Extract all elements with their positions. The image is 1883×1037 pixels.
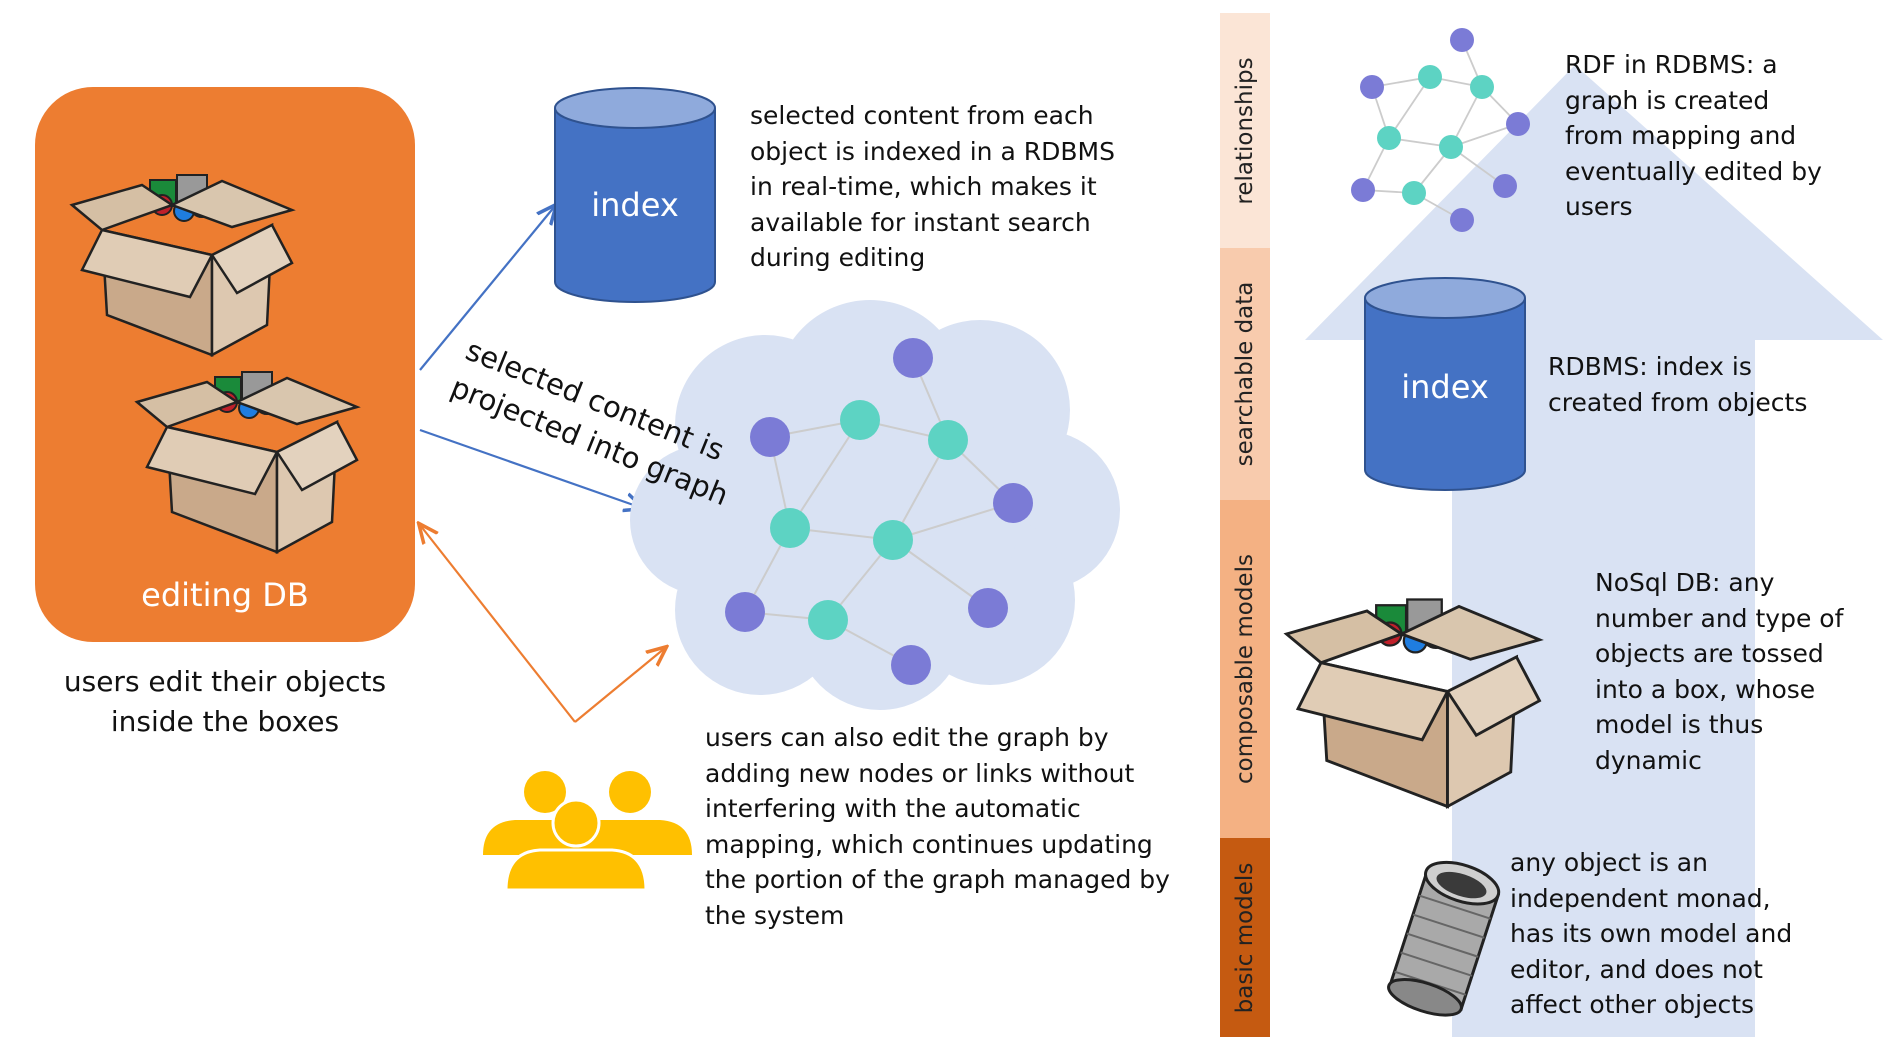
layer-label: relationships — [1232, 56, 1258, 205]
graph-cloud-icon — [630, 300, 1120, 710]
can-icon — [1387, 860, 1501, 1017]
users-note: users can also edit the graph by adding … — [705, 723, 1170, 930]
index-label: index — [591, 186, 679, 224]
rdf-note: RDF in RDBMS: a graph is created from ma… — [1565, 50, 1822, 221]
index-note: selected content from each object is ind… — [750, 101, 1115, 272]
nosql-note: NoSql DB: any number and type of objects… — [1595, 568, 1844, 775]
editing-db-panel: editing DB — [35, 87, 415, 642]
index-label-right: index — [1401, 368, 1489, 406]
box-icon — [69, 174, 296, 358]
rdbms-note: RDBMS: index is created from objects — [1548, 352, 1808, 417]
layer-composable-models: composable models — [1220, 500, 1270, 838]
layer-label: composable models — [1232, 554, 1258, 784]
arrow-users-to-graph — [574, 648, 665, 723]
layer-searchable-data: searchable data — [1220, 248, 1270, 500]
database-icon — [554, 87, 716, 303]
layer-label: searchable data — [1232, 281, 1258, 467]
layer-basic-models: basic models — [1220, 838, 1270, 1037]
arrow-to-index — [419, 206, 555, 371]
editing-caption: users edit their objects inside the boxe… — [63, 665, 387, 738]
arrow-users-to-db — [420, 525, 576, 723]
box-icon — [1285, 598, 1541, 808]
database-icon — [1364, 277, 1526, 491]
layer-label: basic models — [1232, 862, 1258, 1013]
layer-relationships: relationships — [1220, 13, 1270, 248]
editing-db-label: editing DB — [141, 576, 309, 614]
monad-note: any object is an independent monad, has … — [1510, 848, 1793, 1019]
arrow-to-graph — [419, 428, 642, 508]
users-icon — [483, 771, 692, 892]
graph-icon — [1351, 28, 1530, 232]
box-icon — [134, 371, 361, 555]
